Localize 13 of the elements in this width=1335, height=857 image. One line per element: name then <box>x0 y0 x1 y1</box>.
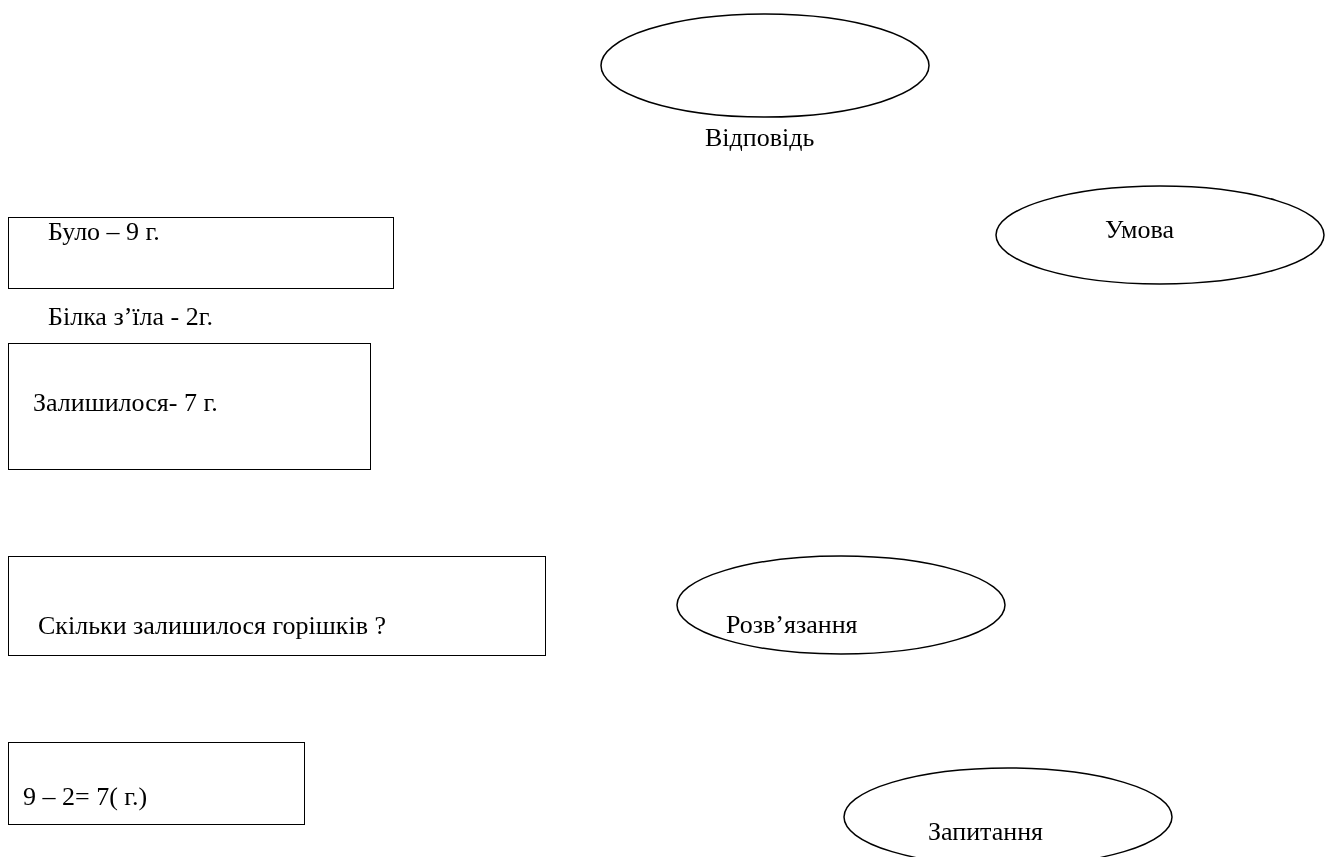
text-card <box>8 343 371 470</box>
label-text: Скільки залишилося горішків ? <box>38 611 386 641</box>
label-text: Білка з’їла - 2г. <box>48 302 213 332</box>
text-card <box>8 217 394 289</box>
label-text: 9 – 2= 7( г.) <box>23 782 148 812</box>
label-text: Умова <box>1105 215 1175 245</box>
label-text: Було – 9 г. <box>48 217 160 247</box>
label-text: Відповідь <box>705 123 815 153</box>
text-card <box>8 556 546 656</box>
label-text: Розв’язання <box>726 610 858 640</box>
text-card <box>8 742 305 825</box>
label-text: Залишилося- 7 г. <box>33 388 218 418</box>
label-text: Запитання <box>928 817 1044 847</box>
